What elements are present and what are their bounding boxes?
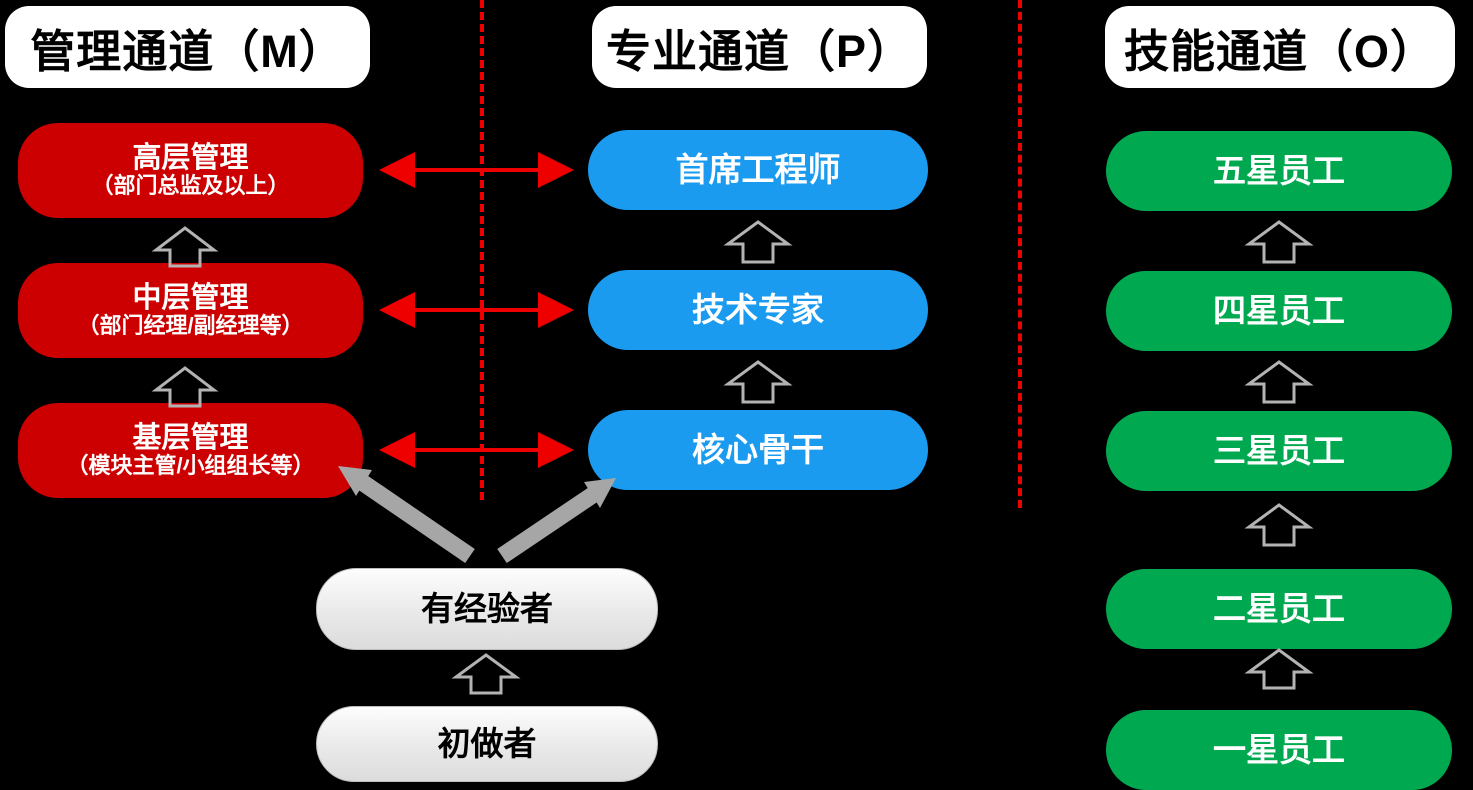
divider-management-professional (480, 0, 484, 500)
node-skill-two-star: 二星员工 (1106, 569, 1452, 649)
node-management-middle-detail: （部门经理/副经理等） (77, 313, 304, 339)
node-professional-chief-engineer-title: 首席工程师 (675, 150, 841, 188)
node-skill-one-star: 一星员工 (1106, 710, 1452, 790)
entry-arrow-to-professional-backbone (497, 478, 616, 564)
promotion-arrow-skill-1-to-2 (1244, 648, 1314, 690)
node-skill-three-star-title: 三星员工 (1213, 431, 1345, 469)
node-skill-five-star-title: 五星员工 (1213, 151, 1345, 189)
promotion-arrow-novice-to-experienced (451, 653, 521, 695)
promotion-arrow-professional-low-to-mid (723, 360, 793, 404)
column-header-skill: 技能通道（O） (1105, 6, 1455, 88)
node-management-middle: 中层管理 （部门经理/副经理等） (18, 263, 363, 358)
node-management-senior: 高层管理 （部门总监及以上） (18, 123, 363, 218)
node-professional-core-backbone-title: 核心骨干 (692, 430, 824, 468)
node-professional-tech-expert-title: 技术专家 (692, 290, 824, 328)
promotion-arrow-skill-3-to-4 (1244, 360, 1314, 404)
node-entry-experienced-title: 有经验者 (421, 589, 553, 627)
entry-arrow-to-management-junior (338, 466, 475, 564)
node-management-junior-title: 基层管理 (132, 421, 249, 454)
node-entry-novice: 初做者 (316, 706, 658, 782)
node-management-senior-detail: （部门总监及以上） (91, 173, 290, 199)
node-skill-four-star-title: 四星员工 (1213, 291, 1345, 329)
promotion-arrow-professional-mid-to-top (723, 220, 793, 264)
node-management-junior-detail: （模块主管/小组组长等） (66, 453, 315, 479)
node-entry-experienced: 有经验者 (316, 568, 658, 650)
promotion-arrow-management-mid-to-top (151, 226, 219, 268)
node-management-junior: 基层管理 （模块主管/小组组长等） (18, 403, 363, 498)
node-skill-four-star: 四星员工 (1106, 271, 1452, 351)
divider-professional-skill (1018, 0, 1022, 508)
promotion-arrow-management-low-to-mid (151, 366, 219, 408)
column-header-professional: 专业通道（P） (592, 6, 927, 88)
node-professional-core-backbone: 核心骨干 (588, 410, 928, 490)
column-header-professional-label: 专业通道（P） (605, 25, 913, 77)
node-skill-two-star-title: 二星员工 (1213, 589, 1345, 627)
node-professional-tech-expert: 技术专家 (588, 270, 928, 350)
node-management-middle-title: 中层管理 (132, 281, 249, 314)
column-header-management-label: 管理通道（M） (30, 25, 345, 77)
node-management-senior-title: 高层管理 (132, 141, 249, 174)
node-entry-novice-title: 初做者 (437, 724, 537, 762)
column-header-skill-label: 技能通道（O） (1123, 25, 1436, 77)
node-skill-five-star: 五星员工 (1106, 131, 1452, 211)
node-skill-one-star-title: 一星员工 (1213, 730, 1345, 768)
node-professional-chief-engineer: 首席工程师 (588, 130, 928, 210)
node-skill-three-star: 三星员工 (1106, 411, 1452, 491)
promotion-arrow-skill-2-to-3 (1244, 503, 1314, 547)
column-header-management: 管理通道（M） (5, 6, 370, 88)
promotion-arrow-skill-4-to-5 (1244, 220, 1314, 264)
